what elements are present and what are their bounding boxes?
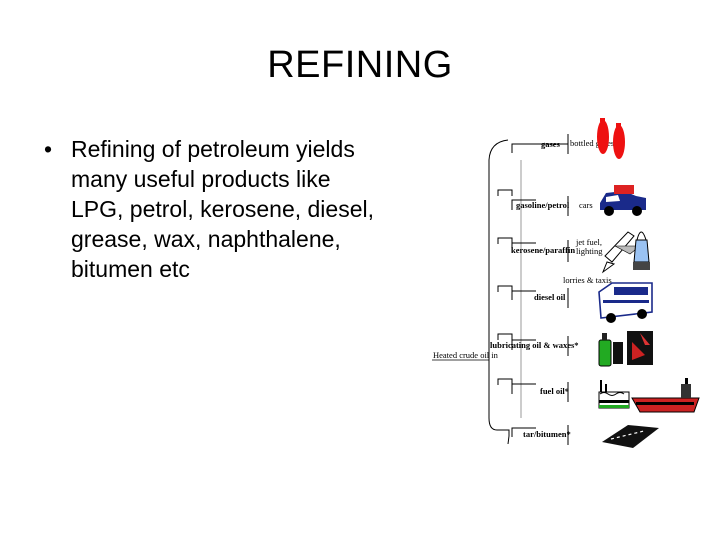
ship-icon xyxy=(631,378,700,413)
fraction-label: fuel oil* xyxy=(540,386,569,396)
bullet-marker: • xyxy=(44,136,53,162)
lorries-label: lorries & taxis xyxy=(563,275,612,285)
oil-cans-icon xyxy=(598,331,653,367)
fraction-kerosene: kerosene/paraffin jet fuel, lighting xyxy=(511,237,603,262)
fraction-label: gasoline/petrol xyxy=(516,200,570,210)
fraction-label: tar/bitumen* xyxy=(523,429,571,439)
crude-feed-line: Heated crude oil in xyxy=(432,350,499,361)
bullet-list: • Refining of petroleum yields many usef… xyxy=(44,134,384,284)
fraction-use-label: bottled gases xyxy=(570,138,614,148)
fraction-use-label-line-1: jet fuel, xyxy=(575,237,602,247)
fraction-gases: gases bottled gases xyxy=(536,134,614,154)
fraction-gasoline: gasoline/petrol cars xyxy=(516,196,593,216)
road-tar-icon xyxy=(602,425,659,448)
fraction-label: kerosene/paraffin xyxy=(511,245,575,255)
distillation-column xyxy=(488,139,538,445)
bullet-text: Refining of petroleum yields many useful… xyxy=(71,136,374,282)
fraction-fuel-oil: fuel oil* xyxy=(540,382,569,402)
fraction-use-label-line-2: lighting xyxy=(576,246,603,256)
bus-icon xyxy=(598,282,653,323)
car-icon xyxy=(600,185,646,216)
fraction-diesel: diesel oil xyxy=(534,288,569,308)
jet-lamp-icon xyxy=(601,231,650,274)
factory-icon xyxy=(598,380,630,409)
fraction-label: diesel oil xyxy=(534,292,566,302)
fraction-label: gases xyxy=(541,139,561,149)
gas-bottles-icon xyxy=(597,118,625,159)
fraction-lubricating: lubricating oil & waxes* xyxy=(490,336,579,356)
slide-title: REFINING xyxy=(267,44,453,86)
input-label: Heated crude oil in xyxy=(433,350,499,360)
fraction-label: lubricating oil & waxes* xyxy=(490,340,579,350)
fraction-use-label: cars xyxy=(579,200,593,210)
fraction-tar: tar/bitumen* xyxy=(523,425,571,445)
